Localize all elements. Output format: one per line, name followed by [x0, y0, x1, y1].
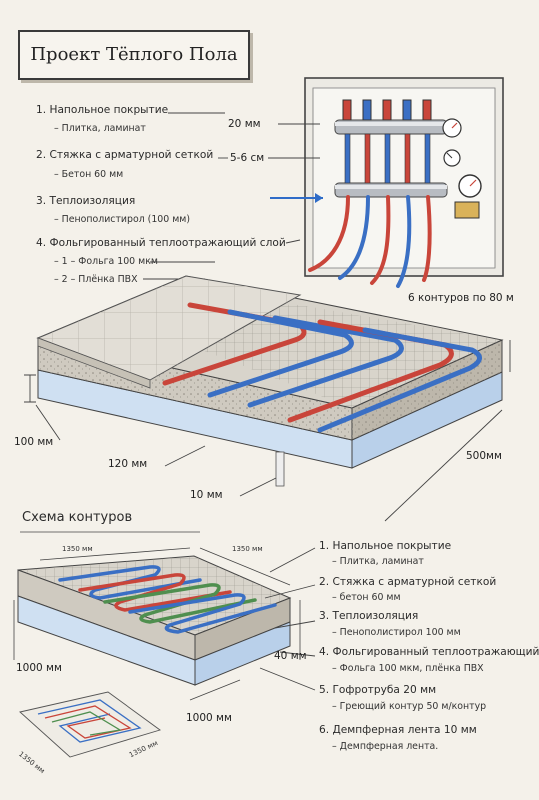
manifold-lower-bar	[334, 182, 448, 198]
layer2-heading: 2. Стяжка с арматурной сеткой	[36, 149, 214, 161]
legend-6-heading: 6. Демпферная лента 10 мм	[319, 724, 477, 736]
legend-4-detail: – Фольга 100 мкм, плёнка ПВХ	[332, 663, 484, 674]
title-box: Проект Тёплого Пола	[18, 30, 250, 80]
page-title: Проект Тёплого Пола	[30, 44, 238, 65]
dim-insulation: 100 мм	[14, 436, 54, 448]
dim-mid: 120 мм	[108, 458, 148, 470]
layer4-detail-1: – 1 – Фольга 100 мкм	[54, 256, 158, 267]
dim-total: 500мм	[466, 450, 502, 462]
upper-valves	[342, 99, 432, 121]
dimension-lines-main	[24, 340, 511, 522]
layer4-detail-2: – 2 – Плёнка ПВХ	[54, 274, 138, 285]
schema-title: Схема контуров	[22, 510, 133, 525]
layer4-heading: 4. Фольгированный теплоотражающий слой	[36, 237, 286, 249]
layer3-detail: – Пенополистирол (100 мм)	[54, 214, 191, 225]
layer1-detail: – Плитка, ламинат	[54, 123, 146, 134]
manifold-risers	[344, 133, 431, 184]
layer3-heading: 3. Теплоизоляция	[36, 195, 136, 207]
dim-schema-front: 1000 мм	[186, 712, 232, 724]
dim-schema-right-side: 40 мм	[274, 650, 307, 662]
supply-pipes	[308, 195, 432, 288]
leader-lines-bottom	[259, 547, 316, 691]
dim-cover: 20 мм	[228, 118, 261, 130]
layer2-detail: – Бетон 60 мм	[54, 169, 124, 180]
layer1-heading: 1. Напольное покрытие	[36, 104, 169, 116]
legend-2-detail: – бетон 60 мм	[332, 592, 401, 603]
legend-3-heading: 3. Теплоизоляция	[319, 610, 419, 622]
legend-3-detail: – Пенополистирол 100 мм	[332, 627, 461, 638]
legend-2-heading: 2. Стяжка с арматурной сеткой	[319, 576, 497, 588]
dim-schema-left-top: 1350 мм	[62, 545, 93, 553]
dim-gap: 10 мм	[190, 489, 223, 501]
dim-schema-left-side: 1000 мм	[16, 662, 62, 674]
plan-view	[19, 691, 161, 758]
legend-5-heading: 5. Гофротруба 20 мм	[319, 684, 437, 696]
legend-1-detail: – Плитка, ламинат	[332, 556, 424, 567]
legend-6-detail: – Демпферная лента.	[332, 741, 439, 752]
leader-lines-top	[143, 112, 320, 280]
legend-1-heading: 1. Напольное покрытие	[319, 540, 452, 552]
floor-section	[36, 275, 504, 487]
legend-5-detail: – Греющий контур 50 м/контур	[332, 701, 487, 712]
heating-pipes-main	[162, 302, 482, 433]
schema-dim-lines	[13, 547, 301, 701]
gauge-icons	[442, 118, 482, 219]
dim-circuits: 6 контуров по 80 м	[408, 292, 514, 304]
dim-screed: 5-6 см	[230, 152, 265, 164]
dim-schema-right-top: 1350 мм	[232, 545, 263, 553]
schema-pipes	[58, 565, 277, 634]
legend-4-heading: 4. Фольгированный теплоотражающий	[319, 646, 539, 658]
manifold-upper-bar	[334, 119, 448, 135]
arrow-to-manifold	[270, 193, 323, 203]
